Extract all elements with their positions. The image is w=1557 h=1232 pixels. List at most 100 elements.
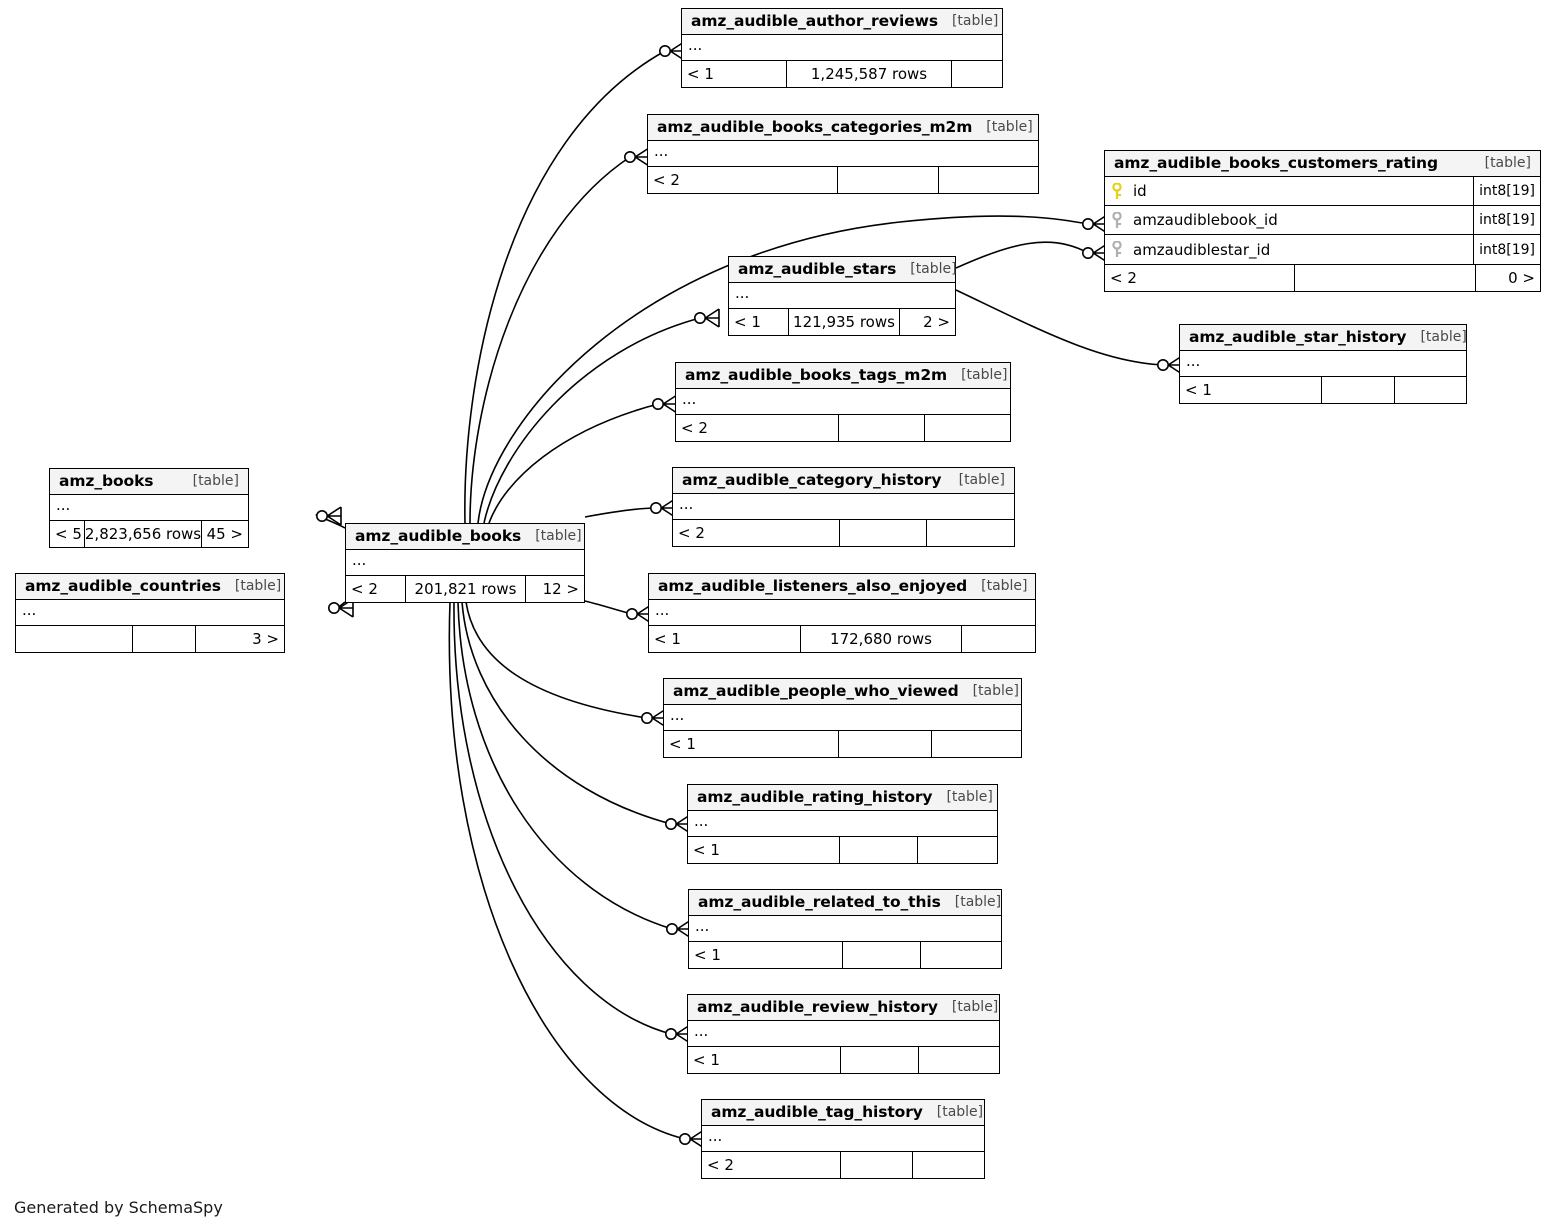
relationship-edge-amz_audible_books-to-amz_audible_books_tags_m2m (488, 394, 678, 524)
footer-relationship-in: < 2 (648, 167, 838, 193)
table-kind-label: [table] (192, 473, 239, 489)
table-body: ... (648, 141, 1038, 166)
table-node-amz_audible_books_tags_m2m[interactable]: amz_audible_books_tags_m2m[table]...< 2 (675, 362, 1011, 442)
footer-relationship-in: < 2 (346, 576, 406, 602)
footer-row-count: 2,823,656 rows (85, 521, 202, 547)
table-footer: < 2 (676, 414, 1010, 441)
footer-relationship-out (918, 837, 997, 863)
table-header: amz_audible_related_to_this[table] (689, 890, 1001, 916)
table-name: amz_audible_countries (25, 577, 221, 595)
table-node-amz_audible_rating_history[interactable]: amz_audible_rating_history[table]...< 1 (687, 784, 998, 864)
relationship-edge-amz_audible_books-to-amz_audible_books_categories_m2m (469, 147, 650, 524)
footer-relationship-out: 3 > (252, 630, 279, 648)
cardinality-circle-marker (327, 601, 340, 614)
table-body: ... (688, 811, 997, 836)
table-footer: < 1 (689, 941, 1001, 968)
collapsed-columns-ellipsis: ... (695, 917, 710, 935)
footer-row-count (1295, 265, 1476, 291)
table-node-amz_audible_people_who_viewed[interactable]: amz_audible_people_who_viewed[table]...<… (663, 678, 1022, 758)
collapsed-columns-ellipsis: ... (1186, 352, 1201, 370)
table-name: amz_audible_review_history (697, 998, 938, 1016)
column-type: int8[19] (1473, 177, 1540, 205)
foreign-key-icon (1105, 211, 1131, 229)
generator-credit: Generated by SchemaSpy (14, 1198, 223, 1217)
table-kind-label: [table] (951, 13, 999, 29)
cardinality-circle-marker (1157, 358, 1170, 371)
relationship-edge-amz_audible_books-to-amz_audible_listeners_also_enjoyed (584, 600, 652, 624)
cardinality-circle-marker (625, 607, 638, 620)
table-header: amz_audible_tag_history[table] (702, 1100, 984, 1126)
cardinality-circle-marker (664, 1028, 677, 1041)
cardinality-circle-marker (658, 44, 671, 57)
table-kind-label: [table] (972, 683, 1019, 699)
footer-relationship-out (939, 167, 1038, 193)
table-node-amz_audible_listeners_also_enjoyed[interactable]: amz_audible_listeners_also_enjoyed[table… (648, 573, 1036, 653)
table-name: amz_audible_books_categories_m2m (657, 118, 973, 136)
footer-relationship-out (921, 942, 1001, 968)
footer-relationship-out (927, 520, 1014, 546)
cardinality-circle-marker (651, 397, 664, 410)
foreign-key-icon (1105, 241, 1131, 258)
footer-relationship-in: < 1 (688, 1047, 841, 1073)
relationship-edge-amz_audible_books-to-amz_audible_category_history (584, 498, 676, 518)
footer-row-count (841, 1047, 919, 1073)
cardinality-circle-marker (693, 311, 706, 324)
table-footer: < 1 (664, 730, 1021, 757)
table-node-amz_audible_star_history[interactable]: amz_audible_star_history[table]...< 1 (1179, 324, 1467, 404)
footer-row-count (839, 731, 932, 757)
footer-relationship-in: < 1 (664, 731, 839, 757)
footer-relationship-out (952, 61, 1002, 87)
table-node-amz_audible_books_categories_m2m[interactable]: amz_audible_books_categories_m2m [table].… (647, 114, 1039, 194)
table-body: ... (729, 283, 955, 308)
table-node-amz_audible_books_customers_rating[interactable]: amz_audible_books_customers_rating[table… (1104, 150, 1541, 292)
table-header: amz_audible_books_tags_m2m[table] (676, 363, 1010, 389)
footer-relationship-out (962, 626, 1035, 652)
footer-row-count (840, 837, 918, 863)
collapsed-columns-ellipsis: ... (670, 706, 685, 724)
relationship-edge-amz_audible_books-to-amz_books (315, 506, 346, 529)
table-kind-label: [table] (986, 119, 1033, 135)
footer-row-count (841, 1152, 913, 1178)
table-body: ... (688, 1021, 999, 1046)
crows-foot-marker (326, 506, 342, 526)
table-name: amz_audible_category_history (682, 471, 942, 489)
table-kind-label: [table] (936, 1104, 984, 1120)
table-footer: 3 > (16, 625, 284, 652)
table-header: amz_audible_books_categories_m2m [table] (648, 115, 1038, 141)
collapsed-columns-ellipsis: ... (654, 142, 669, 160)
table-body: ... (676, 389, 1010, 414)
table-name: amz_audible_author_reviews (691, 12, 938, 30)
table-footer: < 1 (688, 836, 997, 863)
table-node-amz_audible_review_history[interactable]: amz_audible_review_history[table]...< 1 (687, 994, 1000, 1074)
table-node-amz_audible_countries[interactable]: amz_audible_countries[table]...3 > (15, 573, 285, 653)
footer-relationship-in: < 1 (729, 309, 789, 335)
table-node-amz_audible_tag_history[interactable]: amz_audible_tag_history[table]...< 2 (701, 1099, 985, 1179)
collapsed-columns-ellipsis: ... (688, 36, 703, 54)
table-node-amz_audible_category_history[interactable]: amz_audible_category_history[table]...< … (672, 467, 1015, 547)
collapsed-columns-ellipsis: ... (352, 551, 367, 569)
footer-row-count (840, 520, 927, 546)
table-kind-label: [table] (981, 578, 1028, 594)
collapsed-columns-ellipsis: ... (655, 601, 670, 619)
collapsed-columns-ellipsis: ... (56, 496, 71, 514)
table-name: amz_audible_books_tags_m2m (685, 366, 948, 384)
table-kind-label: [table] (946, 789, 993, 805)
footer-relationship-in: < 1 (649, 626, 801, 652)
table-header: amz_audible_books_customers_rating[table… (1105, 151, 1540, 177)
table-node-amz_audible_related_to_this[interactable]: amz_audible_related_to_this[table]... < 1 (688, 889, 1002, 969)
footer-relationship-in: < 2 (676, 415, 839, 441)
footer-relationship-in: < 5 (50, 521, 85, 547)
